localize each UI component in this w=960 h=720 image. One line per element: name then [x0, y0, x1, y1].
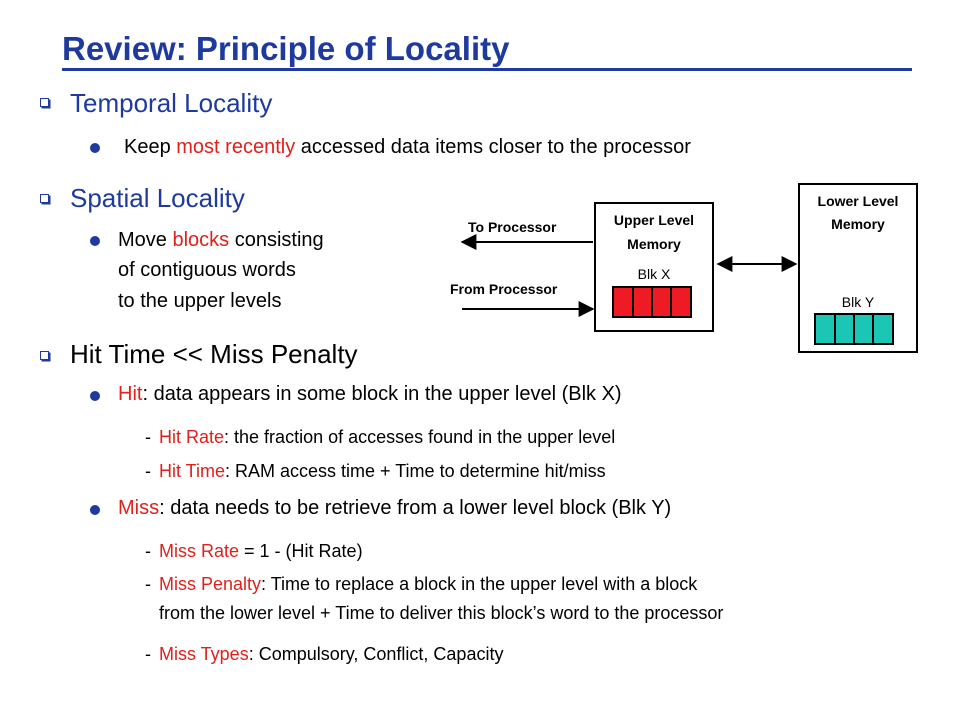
hit-miss-heading: Hit Time << Miss Penalty — [70, 339, 358, 369]
square-bullet-icon — [40, 194, 49, 203]
lower-memory-label-line1: Lower Level — [817, 193, 899, 209]
temporal-heading: Temporal Locality — [70, 88, 273, 118]
dash-marker: - — [145, 427, 151, 447]
blk-y-word — [816, 315, 836, 343]
blk-x-word — [652, 288, 672, 316]
blk-y-label: Blk Y — [841, 294, 875, 310]
round-bullet-icon — [90, 143, 100, 153]
from-processor-label: From Processor — [450, 281, 558, 297]
dash-marker: - — [145, 574, 151, 594]
temporal-bullet: Keep most recently accessed data items c… — [124, 136, 691, 158]
blk-y-word — [854, 315, 874, 343]
miss-penalty-item-line1: Miss Penalty: Time to replace a block in… — [159, 574, 698, 594]
dash-marker: - — [145, 644, 151, 664]
memory-hierarchy-diagram — [460, 234, 798, 317]
miss-bullet: Miss: data needs to be retrieve from a l… — [118, 497, 672, 519]
page-title: Review: Principle of Locality — [62, 30, 510, 67]
round-bullet-icon — [90, 236, 100, 246]
blk-x-word — [633, 288, 653, 316]
hit-rate-item: Hit Rate: the fraction of accesses found… — [159, 427, 616, 447]
hit-time-item: Hit Time: RAM access time + Time to dete… — [159, 461, 606, 481]
lower-memory-label-line2: Memory — [831, 216, 885, 232]
blk-y-block — [814, 313, 894, 345]
spatial-heading: Spatial Locality — [70, 183, 245, 213]
to-processor-label: To Processor — [468, 219, 557, 235]
square-bullet-icon — [40, 98, 49, 107]
hit-bullet: Hit: data appears in some block in the u… — [118, 383, 622, 405]
spatial-bullet-line3: to the upper levels — [118, 290, 282, 312]
blk-x-block — [612, 286, 692, 318]
dash-marker: - — [145, 541, 151, 561]
miss-rate-item: Miss Rate = 1 - (Hit Rate) — [159, 541, 363, 561]
blk-y-word — [835, 315, 855, 343]
miss-penalty-item-line2: from the lower level + Time to deliver t… — [159, 603, 724, 623]
title-underline — [62, 68, 912, 71]
spatial-bullet-line1: Move blocks consisting — [118, 229, 324, 251]
dash-marker: - — [145, 461, 151, 481]
spatial-bullet-line2: of contiguous words — [118, 259, 296, 281]
square-bullet-icon — [40, 351, 49, 360]
upper-memory-label-line1: Upper Level — [613, 212, 695, 228]
upper-memory-label-line2: Memory — [627, 236, 681, 252]
round-bullet-icon — [90, 505, 100, 515]
blk-x-word — [614, 288, 634, 316]
round-bullet-icon — [90, 391, 100, 401]
miss-types-item: Miss Types: Compulsory, Conflict, Capaci… — [159, 644, 504, 664]
blk-x-label: Blk X — [637, 266, 671, 282]
